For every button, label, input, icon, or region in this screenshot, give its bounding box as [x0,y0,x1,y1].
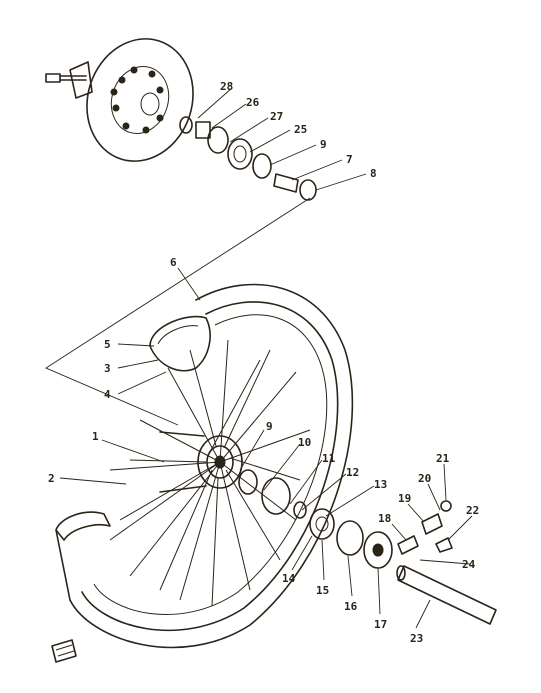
callout-7: 7 [346,153,353,166]
callout-25: 25 [294,123,307,136]
callout-21: 21 [436,452,450,465]
callout-19: 19 [398,492,411,505]
callout-2: 2 [48,472,55,485]
inner-tube [149,315,211,372]
callout-5: 5 [104,338,111,351]
callout-3: 3 [104,362,111,375]
callout-24: 24 [462,558,476,571]
tire [55,283,354,649]
callout-17: 17 [374,618,387,631]
callout-9: 9 [266,420,273,433]
callout-1: 1 [92,430,99,443]
callout-13: 13 [374,478,387,491]
small-bracket [51,639,77,663]
callout-4: 4 [104,388,111,401]
callout-26: 26 [246,96,260,109]
callout-22: 22 [466,504,479,517]
disc-bolt-and-lockplate [45,61,93,99]
callout-28: 28 [220,80,233,93]
callout-6: 6 [170,256,177,269]
callout-18: 18 [378,512,391,525]
callout-16: 16 [344,600,358,613]
group-bracket [45,197,311,426]
leader-lines [59,87,473,629]
brake-disc [86,38,194,162]
callout-20: 20 [418,472,431,485]
callout-27: 27 [270,110,283,123]
callout-10: 10 [298,436,311,449]
callout-14: 14 [282,572,296,585]
callout-11: 11 [322,452,336,465]
callout-12: 12 [346,466,359,479]
callout-15: 15 [316,584,329,597]
callout-labels: 28 26 27 25 9 7 8 6 5 3 4 1 2 9 10 11 12… [48,80,479,645]
callout-8: 8 [370,167,377,180]
callout-23: 23 [410,632,423,645]
callout-9-top: 9 [320,138,327,151]
hub-right-parts [238,469,497,625]
axle-small-parts [179,116,317,201]
wheel-hub [159,431,243,493]
